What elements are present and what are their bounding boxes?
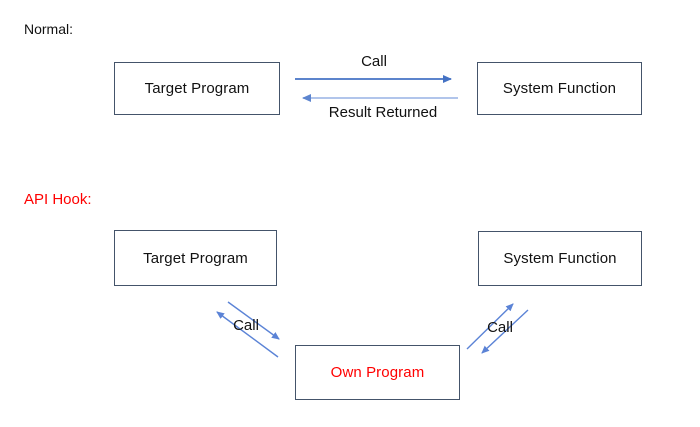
normal-target-program-box: Target Program bbox=[114, 62, 280, 115]
normal-system-function-label: System Function bbox=[502, 80, 617, 97]
hook-own-program-box: Own Program bbox=[295, 345, 460, 400]
hook-left-call-label: Call bbox=[233, 317, 259, 334]
normal-section-label: Normal: bbox=[24, 21, 74, 37]
hook-own-program-label: Own Program bbox=[330, 364, 425, 381]
normal-result-arrow-label: Result Returned bbox=[328, 104, 438, 121]
normal-call-arrow-label: Call bbox=[361, 53, 387, 70]
hook-system-function-label: System Function bbox=[503, 250, 617, 267]
normal-system-function-box: System Function bbox=[477, 62, 642, 115]
normal-target-program-label: Target Program bbox=[144, 80, 250, 97]
hook-target-program-label: Target Program bbox=[143, 249, 248, 267]
hook-right-call-label: Call bbox=[487, 319, 513, 336]
hook-system-function-box: System Function bbox=[478, 231, 642, 286]
hook-target-program-box: Target Program bbox=[114, 230, 277, 286]
api-hook-section-label: API Hook: bbox=[24, 191, 92, 208]
